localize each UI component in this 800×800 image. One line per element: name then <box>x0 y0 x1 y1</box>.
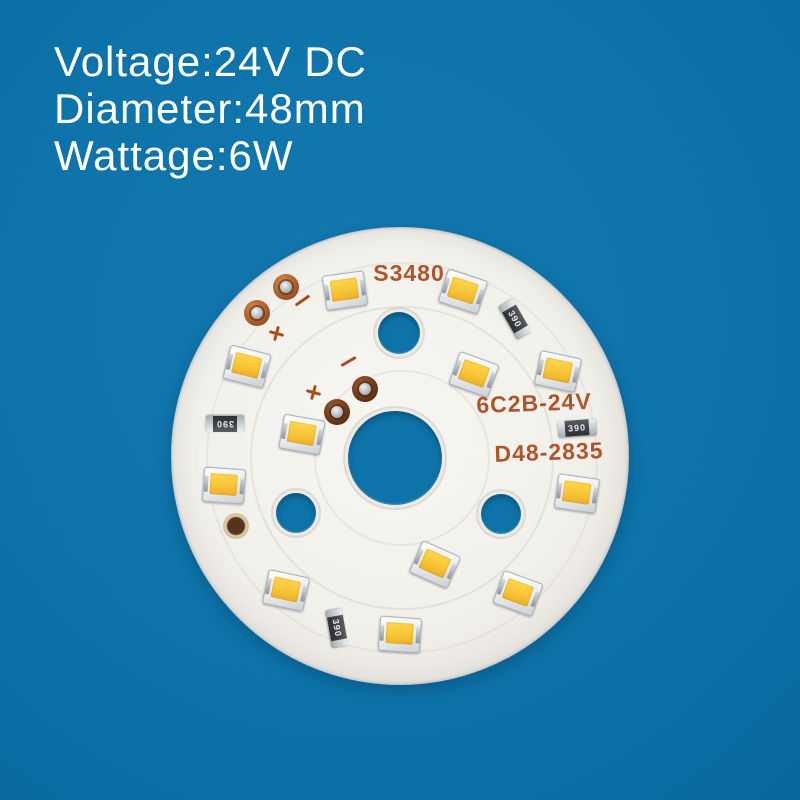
led-phosphor <box>286 420 317 447</box>
led-phosphor <box>270 576 302 603</box>
solder-pad-center <box>251 307 263 319</box>
solder-pad-center <box>331 406 343 418</box>
resistor-label: 390 <box>215 419 235 429</box>
product-info-overlay: Voltage:24V DC Diameter:48mm Wattage:6W <box>54 38 367 179</box>
led-phosphor <box>542 357 574 384</box>
resistor-cap <box>557 420 566 438</box>
mounting-hole-left <box>276 493 316 533</box>
led-electrode <box>324 284 331 301</box>
led-phosphor <box>385 622 414 645</box>
led-phosphor <box>418 548 452 579</box>
resistor-label: 390 <box>330 618 344 638</box>
solder-pad <box>273 274 299 300</box>
solder-pad-center <box>280 281 292 293</box>
led-chip <box>261 569 311 612</box>
spec-diameter: Diameter:48mm <box>54 85 366 132</box>
led-electrode <box>591 487 598 504</box>
resistor-cap <box>237 416 244 432</box>
led-chip <box>377 615 423 654</box>
silkscreen-board-code: D48-2835 <box>494 437 604 467</box>
silkscreen-model: 6C2B-24V <box>475 387 593 419</box>
led-phosphor <box>457 358 491 388</box>
resistor-390: 390 <box>206 416 244 432</box>
resistor-cap <box>331 638 349 649</box>
spec-voltage: Voltage:24V DC <box>54 38 367 85</box>
led-electrode <box>239 478 245 495</box>
resistor-cap <box>325 607 343 618</box>
resistor-cap <box>206 416 213 432</box>
solder-pad <box>324 399 350 425</box>
led-phosphor <box>501 577 535 607</box>
led-electrode <box>415 627 421 644</box>
resistor-label: 390 <box>567 422 587 434</box>
fiducial-dot <box>223 513 249 539</box>
solder-pad <box>244 300 270 326</box>
led-electrode <box>203 475 209 492</box>
solder-pad-center <box>359 383 371 395</box>
led-phosphor <box>231 351 263 379</box>
center-hole <box>348 411 442 505</box>
spec-wattage: Wattage:6W <box>54 132 294 179</box>
silkscreen-part-number: S3480 <box>373 260 445 286</box>
led-chip <box>553 473 601 514</box>
mounting-hole-right <box>481 494 521 534</box>
resistor-cap <box>588 418 597 436</box>
led-chip <box>278 413 326 456</box>
led-phosphor <box>561 480 592 505</box>
resistor-390: 390 <box>557 418 597 438</box>
led-electrode <box>379 624 385 641</box>
mounting-hole-top <box>378 312 420 354</box>
led-phosphor <box>209 473 238 496</box>
silkscreen-trace <box>206 262 598 654</box>
led-chip <box>201 466 247 505</box>
solder-pad <box>352 376 378 402</box>
